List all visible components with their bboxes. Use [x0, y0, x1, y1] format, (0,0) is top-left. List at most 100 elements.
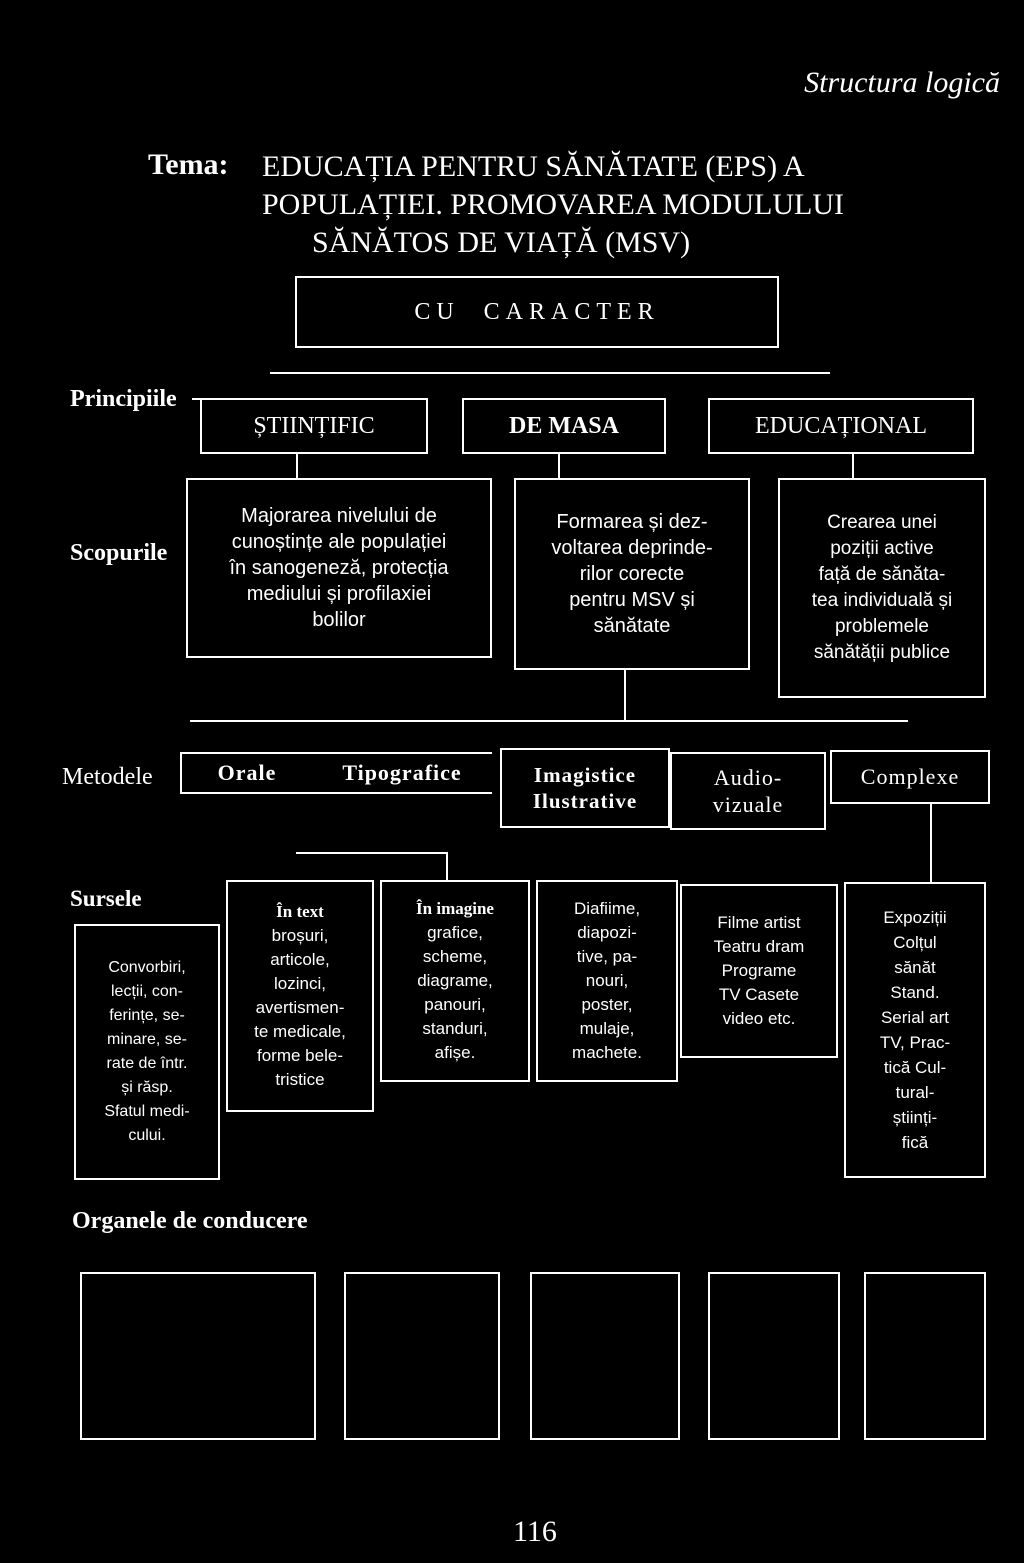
source-image: În imagine grafice, scheme, diagrame, pa… — [380, 880, 530, 1082]
method-label: Tipografice — [342, 760, 462, 785]
management-box — [530, 1272, 680, 1440]
theme-title-line: EDUCAȚIA PENTRU SĂNĂTATE (EPS) A — [262, 150, 805, 183]
connector — [558, 454, 560, 478]
source-line: și răsp. — [121, 1079, 173, 1096]
source-line: tristice — [275, 1070, 325, 1089]
goal-line: pentru MSV și — [569, 589, 695, 611]
page-number: 116 — [513, 1515, 557, 1548]
source-line: Expoziții — [883, 908, 947, 927]
section-title: Structura logică — [804, 66, 1000, 99]
source-line: Stand. — [890, 983, 940, 1002]
method-label: vizuale — [712, 792, 784, 817]
connector — [930, 804, 932, 882]
goal-line: problemele — [834, 616, 929, 637]
method-label: Orale — [217, 760, 277, 785]
goal-line: Formarea și dez- — [556, 511, 708, 533]
source-line: Colțul — [893, 933, 937, 952]
principles-connector — [270, 372, 830, 374]
goal-line: tea individuală și — [811, 590, 953, 611]
source-line: diapozi- — [577, 923, 637, 942]
principles-label: Principiile — [70, 386, 177, 412]
theme-title-line: POPULAȚIEI. PROMOVAREA MODULULUI — [262, 188, 844, 221]
source-line: mulaje, — [579, 1019, 635, 1038]
theme-label: Tema: — [148, 148, 229, 181]
connector — [296, 454, 298, 478]
method-label: Imagistice — [533, 763, 637, 787]
method-imaging: Imagistice Ilustrative — [500, 748, 670, 828]
source-line: diagrame, — [417, 971, 493, 990]
source-line: lozinci, — [274, 974, 326, 993]
source-line: TV, Prac- — [879, 1033, 951, 1052]
principle-mass: DE MASA — [462, 398, 666, 454]
source-line: broșuri, — [271, 926, 329, 945]
source-complex: Expoziții Colțul sănăt Stand. Serial art… — [844, 882, 986, 1178]
source-line: scheme, — [422, 947, 488, 966]
source-line: tural- — [895, 1083, 935, 1102]
source-line: Convorbiri, — [108, 959, 186, 976]
goal-box-skills: Formarea și dez- voltarea deprinde- rilo… — [514, 478, 750, 670]
management-box — [80, 1272, 316, 1440]
goal-box-knowledge: Majorarea nivelului de cunoștințe ale po… — [186, 478, 492, 658]
source-line: afișe. — [434, 1043, 476, 1062]
source-line: panouri, — [424, 995, 486, 1014]
source-line: Teatru dram — [713, 937, 805, 956]
source-line: machete. — [572, 1043, 642, 1062]
source-line: poster, — [581, 995, 633, 1014]
method-label: Audio- — [713, 765, 783, 790]
source-line: cului. — [128, 1127, 166, 1144]
theme-title-line: SĂNĂTOS DE VIAȚĂ (MSV) — [312, 226, 691, 259]
source-line: grafice, — [427, 923, 483, 942]
management-label: Organele de conducere — [72, 1208, 308, 1234]
source-illustrative: Diafiime, diapozi- tive, pa- nouri, post… — [536, 880, 678, 1082]
method-oral: Orale — [180, 752, 312, 794]
source-line: tive, pa- — [576, 947, 638, 966]
source-audiovisual: Filme artist Teatru dram Programe TV Cas… — [680, 884, 838, 1058]
source-line: TV Casete — [718, 985, 800, 1004]
source-line: nouri, — [585, 971, 629, 990]
goal-line: Crearea unei — [827, 512, 937, 533]
principle-educational: EDUCAȚIONAL — [708, 398, 974, 454]
source-line: forme bele- — [257, 1046, 343, 1065]
source-line: standuri, — [422, 1019, 488, 1038]
goal-line: în sanogeneză, protecția — [229, 557, 449, 579]
source-line: sănăt — [894, 958, 936, 977]
source-line: video etc. — [722, 1009, 796, 1028]
goal-line: Majorarea nivelului de — [241, 505, 437, 527]
method-complex: Complexe — [830, 750, 990, 804]
theme-title: EDUCAȚIA PENTRU SĂNĂTATE (EPS) A POPULAȚ… — [262, 148, 844, 262]
goal-line: sănătății publice — [813, 642, 951, 663]
sources-label: Sursele — [70, 886, 142, 911]
sources-connector — [296, 852, 446, 854]
source-line: fică — [901, 1133, 929, 1152]
source-line: Diafiime, — [573, 899, 641, 918]
goal-line: mediului și profilaxiei — [246, 583, 432, 605]
goal-line: față de sănăta- — [818, 564, 946, 585]
method-label: Ilustrative — [532, 789, 638, 813]
principle-scientific: ȘTIINȚIFIC — [200, 398, 428, 454]
goal-line: sănătate — [593, 615, 671, 637]
source-heading: În text — [276, 902, 324, 921]
source-line: rate de într. — [106, 1055, 188, 1072]
source-line: articole, — [270, 950, 330, 969]
source-line: lecții, con- — [110, 983, 184, 1000]
goal-line: rilor corecte — [579, 563, 685, 585]
source-line: avertismen- — [255, 998, 345, 1017]
source-line: științi- — [892, 1108, 938, 1127]
method-audiovisual: Audio- vizuale — [670, 752, 826, 830]
source-heading: În imagine — [416, 899, 494, 918]
method-typographic: Tipografice — [312, 752, 492, 794]
management-box — [708, 1272, 840, 1440]
source-line: Sfatul medi- — [104, 1103, 190, 1120]
connector — [624, 670, 626, 720]
methods-label: Metodele — [62, 764, 153, 790]
goal-line: poziții active — [830, 538, 934, 559]
character-box: CU CARACTER — [295, 276, 779, 348]
goal-line: bolilor — [312, 609, 366, 631]
source-line: Programe — [721, 961, 797, 980]
method-label: Complexe — [860, 764, 960, 789]
source-text: În text broșuri, articole, lozinci, aver… — [226, 880, 374, 1112]
source-oral: Convorbiri, lecții, con- ferințe, se- mi… — [74, 924, 220, 1180]
goal-line: voltarea deprinde- — [551, 537, 713, 559]
methods-connector — [190, 720, 908, 722]
source-line: minare, se- — [106, 1031, 188, 1048]
